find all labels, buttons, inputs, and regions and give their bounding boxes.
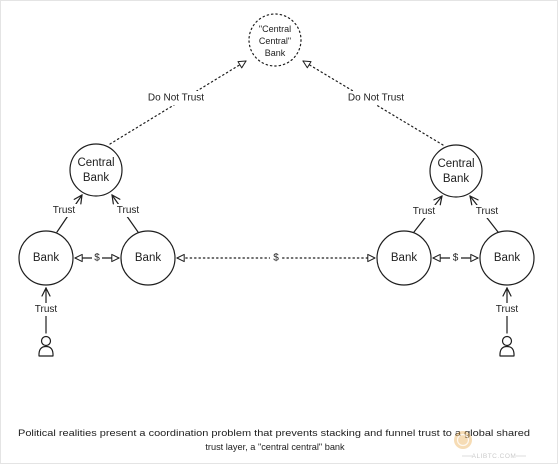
node-label: Bank [494, 252, 520, 264]
node-bank-4: Bank [479, 230, 535, 286]
node-bank-2: Bank [120, 230, 176, 286]
node-central-bank-right: Central Bank [429, 144, 483, 198]
user-icon [499, 335, 515, 357]
node-circle [479, 230, 535, 286]
watermark-logo [454, 431, 472, 449]
node-circle [248, 13, 302, 67]
watermark: ALIBTC.COM [454, 431, 526, 460]
node-circle [18, 230, 74, 286]
user-icon-head [40, 335, 52, 347]
trust-label: Trust [35, 304, 58, 315]
trust-label: Trust [476, 206, 499, 217]
label-background [115, 204, 142, 217]
node-label-line-2: Bank [83, 172, 109, 184]
caption-line-1: Political realities present a coordinati… [18, 428, 530, 438]
edge-trust-user-left: Trust [32, 288, 60, 334]
money-label: $ [453, 253, 459, 264]
label-background [32, 303, 60, 316]
dotted-line [302, 60, 444, 146]
do-not-trust-label: Do Not Trust [348, 93, 404, 104]
edge-trust-bank3: Trust [411, 196, 442, 233]
node-label: Bank [391, 252, 417, 264]
edge-trust-bank4: Trust [470, 196, 501, 233]
node-label-line-1: Central [437, 158, 474, 170]
label-background [341, 91, 411, 105]
node-label-line-1: Central [77, 157, 114, 169]
node-circle [376, 230, 432, 286]
node-circle [120, 230, 176, 286]
node-circle [429, 144, 483, 198]
edge-do-not-trust-left: Do Not Trust [109, 60, 247, 145]
edge-money-middle: $ [176, 251, 376, 265]
user-icon-head [501, 335, 513, 347]
node-central-bank-left: Central Bank [69, 143, 123, 197]
caption-line-2: trust layer, a "central central" bank [205, 442, 345, 452]
trust-label: Trust [53, 205, 76, 216]
edge-do-not-trust-right: Do Not Trust [302, 60, 444, 146]
label-background [450, 251, 461, 265]
node-label-line-2: Central" [259, 36, 291, 46]
node-circle [69, 143, 123, 197]
user-icon-body [38, 345, 54, 357]
edge-trust-user-right: Trust [493, 288, 521, 334]
edge-trust-bank2: Trust [112, 195, 142, 233]
label-background [493, 303, 521, 316]
node-label: Bank [135, 252, 161, 264]
label-background [92, 251, 102, 265]
label-background [270, 251, 282, 265]
node-label-line-3: Bank [265, 48, 286, 58]
node-label-line-2: Bank [443, 173, 469, 185]
trust-label: Trust [117, 205, 140, 216]
watermark-logo-ring [456, 433, 470, 447]
money-label: $ [273, 253, 279, 264]
trust-label: Trust [496, 304, 519, 315]
node-label-line-1: "Central [259, 24, 291, 34]
edge-money-left-pair: $ [74, 251, 120, 265]
watermark-domain: ALIBTC.COM [472, 453, 517, 460]
label-background [51, 204, 78, 217]
money-label: $ [94, 253, 100, 264]
label-background [141, 91, 211, 105]
edge-trust-bank1: Trust [51, 195, 82, 233]
user-icon [38, 335, 54, 357]
do-not-trust-label: Do Not Trust [148, 93, 204, 104]
node-bank-3: Bank [376, 230, 432, 286]
node-bank-1: Bank [18, 230, 74, 286]
node-label: Bank [33, 252, 59, 264]
trust-label: Trust [413, 206, 436, 217]
node-central-central-bank: "Central Central" Bank [248, 13, 302, 67]
label-background [411, 205, 438, 218]
user-icon-body [499, 345, 515, 357]
label-background [474, 205, 501, 218]
edge-money-right-pair: $ [432, 251, 479, 265]
